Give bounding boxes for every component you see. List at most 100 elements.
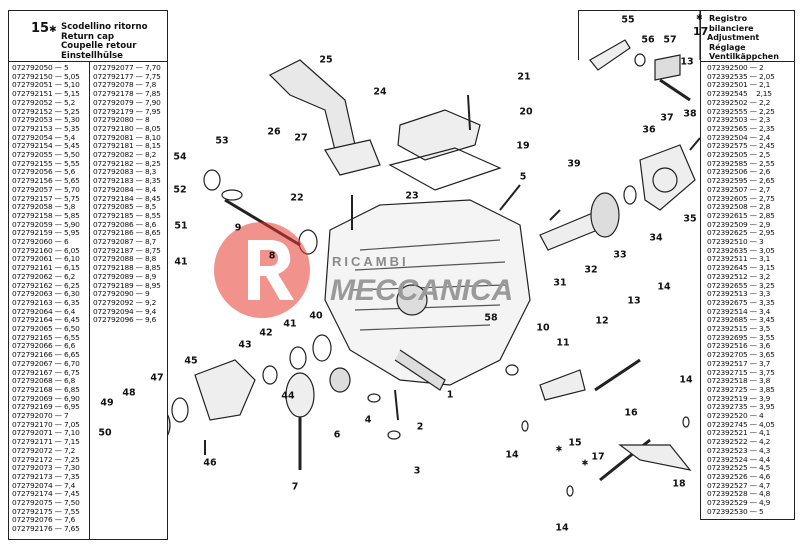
part-number-row: 072792157 — 5,75 [12, 193, 80, 203]
part-number-row: 072392685 — 3,45 [707, 315, 775, 325]
part-number-row: 072392585 — 2,55 [707, 158, 775, 168]
part-number-row: 072792052 — 5,2 [12, 97, 76, 107]
part-number-row: 072792177 — 7,75 [93, 71, 161, 81]
callout-24: 24 [373, 86, 387, 98]
callout-42: 42 [259, 327, 273, 339]
part-number-row: 072792166 — 6,65 [12, 350, 80, 360]
callout-31: 31 [553, 277, 567, 289]
part-ref-number: 15✱ [31, 21, 57, 36]
part-number-row: 072392518 — 3,8 [707, 376, 771, 386]
callout-14: 14 [679, 374, 693, 386]
callout-36: 36 [642, 124, 656, 136]
callout-2: 2 [416, 421, 424, 433]
callout-57: 57 [663, 34, 677, 46]
watermark-logo: RICAMBI MECCANICA [214, 222, 513, 318]
part-number-row: 072792056 — 5,6 [12, 167, 76, 177]
part-number-row: 072392510 — 3 [707, 237, 764, 246]
part-ref-number: 17 [693, 25, 709, 38]
part-number-row: 072792076 — 7,6 [12, 515, 76, 525]
part-number-row: 072392503 — 2,3 [707, 115, 771, 125]
callout-16: 16 [624, 407, 638, 419]
callout-25: 25 [319, 54, 333, 66]
callout-50: 50 [98, 427, 112, 439]
part-number-row: 072392504 — 2,4 [707, 132, 771, 142]
part-number-row: 072792183 — 8,35 [93, 176, 161, 186]
callout-8: 8 [268, 250, 276, 262]
part-number-row: 072392516 — 3,6 [707, 341, 771, 351]
part-number-row: 072792092 — 9,2 [93, 297, 157, 307]
part-number-row: 072792051 — 5,10 [12, 80, 80, 90]
part-number-row: 072392509 — 2,9 [707, 219, 771, 229]
part-number-row: 072792181 — 8,15 [93, 141, 161, 151]
part-number-row: 072792072 — 7,2 [12, 445, 76, 455]
part-number-row: 072792061 — 6,10 [12, 254, 80, 264]
part-number-row: 072792151 — 5,15 [12, 89, 80, 99]
header-divider [701, 61, 794, 62]
part-number-row: 072792064 — 6,4 [12, 306, 76, 316]
callout-9: 9 [234, 222, 242, 234]
part-number-row: 072792062 — 6,2 [12, 271, 76, 281]
part-number-row: 072392522 — 4,2 [707, 437, 771, 447]
part-number-row: 072392506 — 2,6 [707, 167, 771, 177]
part-number-row: 072392512 — 3,2 [707, 271, 771, 281]
part-number-row: 072392625 — 2,95 [707, 228, 775, 238]
part-number-row: 072392525 — 4,5 [707, 463, 771, 473]
part-number-row: 072392507 — 2,7 [707, 184, 771, 194]
part-number-row: 072392635 — 3,05 [707, 245, 775, 255]
part-number-row: 072392528 — 4,8 [707, 489, 771, 499]
callout-55: 55 [621, 14, 635, 26]
part-number-row: 072792185 — 8,55 [93, 210, 161, 220]
part-number-row: 072792160 — 6,05 [12, 245, 80, 255]
column-divider [89, 61, 90, 539]
part-number-row: 072792050 — 5 [12, 63, 69, 72]
callout-15: 15 [568, 437, 582, 449]
part-number-row: 072792057 — 5,70 [12, 184, 80, 194]
part-number-row: 072392508 — 2,8 [707, 202, 771, 212]
part-number-row: 072392523 — 4,3 [707, 445, 771, 455]
part-number-row: 072392521 — 4,1 [707, 428, 771, 438]
part-number-row: 072792186 — 8,65 [93, 228, 161, 238]
right-table-box: 17 ✱ Registro bilanciere Adjustment Régl… [693, 10, 795, 520]
part-number-row: 072792079 — 7,90 [93, 97, 161, 107]
callout-33: 33 [613, 249, 627, 261]
part-number-row: 072792154 — 5,45 [12, 141, 80, 151]
title-fr: Coupelle retour [61, 41, 137, 51]
callout-19: 19 [516, 140, 530, 152]
part-number-row: 072392527 — 4,7 [707, 480, 771, 490]
callout-53: 53 [215, 135, 229, 147]
part-number-row: 072392530 — 5 [707, 506, 764, 516]
callout-34: 34 [649, 232, 663, 244]
table-title: Registro bilanciere Adjustment Réglage V… [707, 14, 779, 61]
part-number-row: 072792086 — 8,6 [93, 219, 157, 229]
callout-3: 3 [413, 465, 421, 477]
callout-45: 45 [184, 355, 198, 367]
part-number-row: 072792159 — 5,95 [12, 228, 80, 238]
callout-20: 20 [519, 106, 533, 118]
part-number-row: 072792176 — 7,65 [12, 524, 80, 534]
callout-14: 14 [505, 449, 519, 461]
callout-10: 10 [536, 322, 550, 334]
part-number-row: 072792173 — 7,35 [12, 471, 80, 481]
watermark-text-ricambi: RICAMBI [332, 254, 409, 269]
part-number-row: 072792066 — 6,6 [12, 341, 76, 351]
callout-7: 7 [291, 481, 299, 493]
callout-52: 52 [173, 184, 187, 196]
callout-39: 39 [567, 158, 581, 170]
part-number-row: 072792175 — 7,55 [12, 506, 80, 516]
marker: ✱ [696, 13, 703, 22]
callout-13: 13 [680, 56, 694, 68]
part-number-row: 072792156 — 5,65 [12, 176, 80, 186]
callout-40: 40 [309, 310, 323, 322]
part-number-row: 072392500 — 2 [707, 63, 764, 72]
callout-43: 43 [238, 339, 252, 351]
part-number-row: 072792153 — 5,35 [12, 123, 80, 133]
part-number-row: 072792178 — 7,85 [93, 89, 161, 99]
callout-14: 14 [555, 522, 569, 534]
part-number-row: 072792059 — 5,90 [12, 219, 80, 229]
part-number-row: 072792180 — 8,05 [93, 123, 161, 133]
part-number-row: 072792082 — 8,2 [93, 150, 157, 159]
part-number-row: 072792078 — 7,8 [93, 80, 157, 90]
callout-18: 18 [672, 478, 686, 490]
callout-17: 17 [591, 451, 605, 463]
